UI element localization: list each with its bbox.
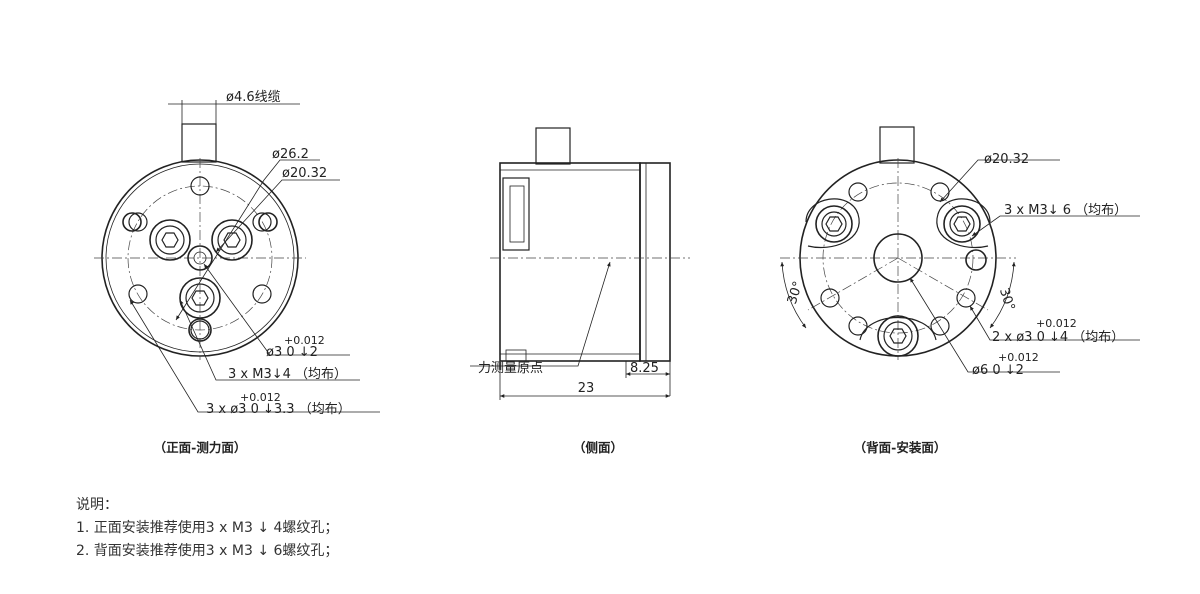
front-screw bbox=[179, 277, 221, 319]
front-cable bbox=[181, 123, 217, 163]
front-pin-hole bbox=[190, 320, 210, 340]
back-pin-hole bbox=[930, 316, 950, 336]
front-view: ø4.6线缆 bbox=[94, 89, 380, 455]
front-pcd-label: ø20.32 bbox=[282, 166, 327, 181]
front-caption: （正面-测力面） bbox=[154, 440, 247, 455]
front-cable-label: ø4.6线缆 bbox=[226, 89, 281, 105]
back-cable bbox=[879, 126, 915, 164]
front-pin-hole bbox=[252, 284, 272, 304]
back-thread-label: 3 x M3↓ 6 （均布） bbox=[1004, 203, 1127, 218]
side-connector-inner bbox=[509, 185, 525, 243]
front-pin-hole bbox=[128, 284, 148, 304]
back-thread-leader bbox=[971, 215, 1140, 237]
side-connector bbox=[502, 177, 530, 251]
back-view: ø20.32 3 x M3↓ 6 （均布） 30° 30° +0.012 2 x… bbox=[780, 126, 1140, 455]
notes-line-2: 2. 背面安装推荐使用3 x M3 ↓ 6螺纹孔； bbox=[76, 543, 339, 559]
front-pcd-leader bbox=[215, 179, 340, 253]
front-thread-leader bbox=[179, 299, 360, 381]
side-view: 力测量原点 8.25 23 （侧面） bbox=[470, 127, 690, 455]
front-pin3-label: 3 x ø3 0 ↓3.3 （均布） bbox=[206, 402, 351, 417]
front-center-pin bbox=[187, 245, 213, 271]
back-angle-arc-left bbox=[780, 261, 807, 329]
front-pin-hole-bold bbox=[122, 212, 142, 232]
back-pocket bbox=[805, 198, 860, 249]
front-pin3-leader bbox=[129, 299, 380, 413]
front-pin3-upper: +0.012 bbox=[240, 391, 281, 404]
front-pin-hole bbox=[252, 212, 272, 232]
side-origin-label: 力测量原点 bbox=[478, 361, 543, 376]
front-outer-leader bbox=[175, 159, 320, 321]
side-cable bbox=[535, 127, 571, 165]
side-foot bbox=[505, 349, 527, 362]
back-pocket bbox=[936, 198, 991, 249]
side-body bbox=[499, 162, 641, 362]
front-pin-hole bbox=[190, 176, 210, 196]
back-pin-hole bbox=[848, 182, 868, 202]
side-origin-leader bbox=[470, 261, 611, 367]
notes-block: 说明： 1. 正面安装推荐使用3 x M3 ↓ 4螺纹孔； 2. 背面安装推荐使… bbox=[76, 494, 338, 563]
back-screw bbox=[815, 205, 853, 243]
front-pin-hole bbox=[128, 212, 148, 232]
back-screw bbox=[877, 315, 919, 357]
front-pin-hole-bold bbox=[188, 318, 212, 342]
front-pin-leader bbox=[203, 263, 350, 356]
side-caption: （侧面） bbox=[573, 440, 623, 455]
back-center-label: ø6 0 ↓2 bbox=[972, 363, 1024, 378]
back-pin-hole bbox=[956, 288, 976, 308]
front-pin-label: ø3 0 ↓2 bbox=[266, 345, 318, 360]
back-center-bore bbox=[873, 233, 923, 283]
side-flange bbox=[639, 162, 671, 362]
front-screw bbox=[149, 219, 191, 261]
notes-line-1: 1. 正面安装推荐使用3 x M3 ↓ 4螺纹孔； bbox=[76, 520, 339, 536]
back-angle-left: 30° bbox=[785, 280, 806, 307]
back-radial-left bbox=[807, 257, 899, 311]
front-pin-upper: +0.012 bbox=[284, 334, 325, 347]
back-pin-label: 2 x ø3 0 ↓4 （均布） bbox=[992, 330, 1124, 345]
back-pin-hole bbox=[930, 182, 950, 202]
back-pcd-leader bbox=[939, 159, 1060, 203]
back-pcd-label: ø20.32 bbox=[984, 152, 1029, 167]
front-center-pin-inner bbox=[193, 251, 207, 265]
back-angle-arc-right bbox=[989, 261, 1016, 329]
back-angle-right: 30° bbox=[996, 286, 1017, 313]
back-pocket bbox=[859, 316, 937, 341]
front-outer-dia-label: ø26.2 bbox=[272, 147, 309, 162]
back-pin-hole-bold bbox=[965, 249, 987, 271]
notes-title: 说明： bbox=[76, 497, 118, 513]
back-radial-right bbox=[897, 257, 989, 311]
side-flange-label: 8.25 bbox=[630, 361, 659, 376]
back-screw bbox=[943, 205, 981, 243]
back-pin-hole bbox=[848, 316, 868, 336]
front-thread-label: 3 x M3↓4 （均布） bbox=[228, 367, 347, 382]
back-pin-hole bbox=[820, 288, 840, 308]
front-screw bbox=[211, 219, 253, 261]
back-center-leader bbox=[909, 277, 1060, 373]
back-center-upper: +0.012 bbox=[998, 351, 1039, 364]
back-pin-upper: +0.012 bbox=[1036, 317, 1077, 330]
front-pin-hole-bold bbox=[258, 212, 278, 232]
side-length-label: 23 bbox=[578, 381, 595, 396]
back-caption: （背面-安装面） bbox=[854, 440, 947, 455]
back-pin-leader bbox=[969, 305, 1140, 341]
